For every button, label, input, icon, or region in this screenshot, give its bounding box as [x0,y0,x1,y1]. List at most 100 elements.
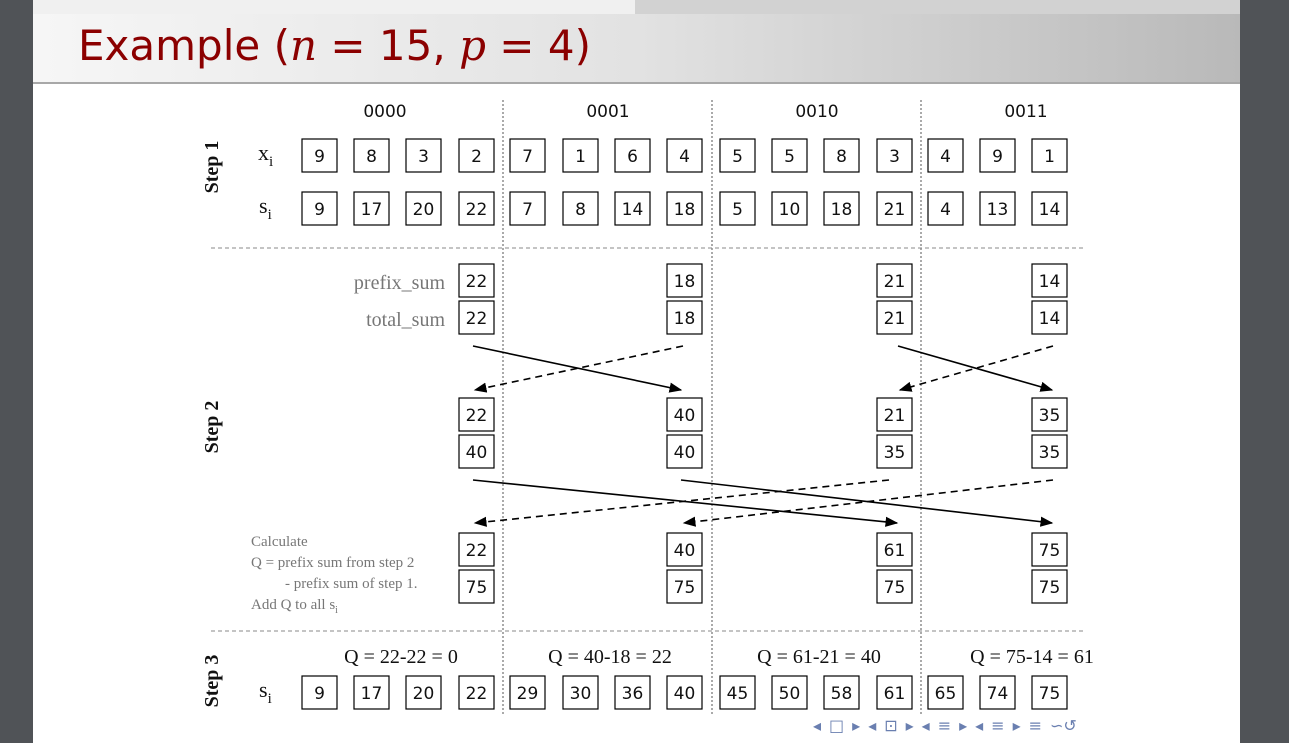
round0-total-value: 18 [674,309,696,329]
s-row-cell-box [1031,191,1068,226]
note-line-3: Add Q to all si [251,597,338,616]
x-row-cell-box [614,138,651,173]
x-row-cell-value: 4 [679,147,690,167]
round2-prefix-box [876,532,913,567]
nav-next-frame-icon[interactable]: ▸ [905,716,914,735]
nav-frame-icon[interactable]: □ [829,716,845,735]
x-row-cell-box [458,138,495,173]
round2-prefix-value: 22 [466,541,488,561]
x-row-cell-box [979,138,1016,173]
q-label-3: Q = 75-14 = 61 [970,646,1094,668]
note-line-1: Q = prefix sum from step 2 [251,555,414,571]
frame-title: Example (n = 15, p = 4) [78,21,591,70]
final-s-row-cell-value: 17 [361,684,383,704]
final-s-row-cell-value: 74 [987,684,1009,704]
process-id-0001: 0001 [586,102,629,122]
s-row-cell-box [405,191,442,226]
x-row-cell-value: 7 [522,147,533,167]
round0-total-box [876,300,913,335]
s-row-cell-value: 18 [674,200,696,220]
s-row-cell-value: 9 [314,200,325,220]
final-s-row-cell-value: 58 [831,684,853,704]
x-row-cell-box [927,138,964,173]
round2-prefix-value: 75 [1039,541,1061,561]
note-line-0: Calculate [251,534,308,550]
step-3-label: Step 3 [201,655,223,708]
s-row-cell-value: 8 [575,200,586,220]
round1-total-box [666,434,703,469]
nav-search-icon[interactable]: ∽↺ [1050,716,1077,735]
round2-total-box [876,569,913,604]
round1-total-value: 35 [884,443,906,463]
round0-prefix-value: 21 [884,272,906,292]
s-row-cell-value: 13 [987,200,1009,220]
send-arrow-solid [680,479,1054,527]
send-arrow-solid [897,345,1054,392]
final-s-row-cell-box [562,675,599,710]
row-label-s: si [259,193,272,223]
note-line-2: - prefix sum of step 1. [285,576,417,592]
final-s-row-cell-box [1031,675,1068,710]
nav-subsection-icon[interactable]: ⊡ [884,716,898,735]
final-s-row-cell-box [927,675,964,710]
s-row-cell-value: 22 [466,200,488,220]
final-s-row-cell-box [719,675,756,710]
round1-prefix-value: 22 [466,406,488,426]
final-s-row-cell-box [823,675,860,710]
nav-next-section-icon[interactable]: ▸ [959,716,968,735]
round0-prefix-value: 18 [674,272,696,292]
x-row-cell-box [301,138,338,173]
round2-total-value: 75 [1039,578,1061,598]
s-row-cell-box [458,191,495,226]
headline-bar [33,0,1240,14]
round1-total-value: 40 [674,443,696,463]
round0-total-box [1031,300,1068,335]
round1-prefix-value: 35 [1039,406,1061,426]
round0-prefix-box [876,263,913,298]
x-row-cell-value: 1 [1044,147,1055,167]
prefix-sum-label: prefix_sum [354,272,446,294]
x-row-cell-value: 9 [992,147,1003,167]
s-row-cell-value: 20 [413,200,435,220]
q-label-2: Q = 61-21 = 40 [757,646,881,668]
final-s-row-cell-box [301,675,338,710]
round1-total-box [458,434,495,469]
round1-prefix-box [1031,397,1068,432]
final-s-row-cell-box [405,675,442,710]
round1-prefix-box [876,397,913,432]
round2-prefix-box [1031,532,1068,567]
x-row-cell-box [719,138,756,173]
diagram-arrows-layer [472,345,1054,527]
x-row-cell-box [562,138,599,173]
nav-subsection-list-icon[interactable]: ≡ [991,716,1005,735]
round0-prefix-box [1031,263,1068,298]
nav-next-subsection-icon[interactable]: ▸ [1012,716,1021,735]
round0-total-box [666,300,703,335]
process-id-0011: 0011 [1004,102,1047,122]
process-id-0010: 0010 [795,102,838,122]
round1-prefix-box [458,397,495,432]
s-row-cell-value: 7 [522,200,533,220]
round2-prefix-box [666,532,703,567]
row-label-x: xi [258,140,273,170]
s-row-cell-value: 18 [831,200,853,220]
nav-prev-slide-icon[interactable]: ◂ [813,716,822,735]
final-s-row-cell-value: 40 [674,684,696,704]
nav-next-slide-icon[interactable]: ▸ [852,716,861,735]
round0-prefix-value: 22 [466,272,488,292]
beamer-navigation-bar[interactable]: ◂ □ ▸ ◂ ⊡ ▸ ◂ ≡ ▸ ◂ ≡ ▸ ≡ ∽↺ [813,716,1085,742]
x-row-cell-box [405,138,442,173]
round2-total-box [458,569,495,604]
nav-align-icon[interactable]: ≡ [1028,716,1042,735]
x-row-cell-box [876,138,913,173]
round1-prefix-value: 40 [674,406,696,426]
final-s-row-cell-box [979,675,1016,710]
nav-prev-section-icon[interactable]: ◂ [921,716,930,735]
round2-total-value: 75 [884,578,906,598]
nav-prev-subsection-icon[interactable]: ◂ [975,716,984,735]
nav-section-icon[interactable]: ≡ [937,716,952,735]
nav-prev-frame-icon[interactable]: ◂ [868,716,877,735]
x-row-cell-value: 9 [314,147,325,167]
s-row-cell-value: 17 [361,200,383,220]
